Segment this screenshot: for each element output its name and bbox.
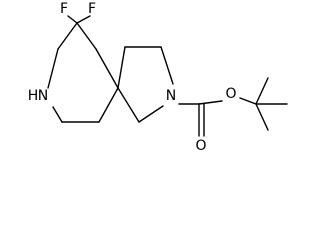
bond-spiro-ch2-upper	[117, 46, 126, 89]
molecule-structure: F F N H N O O	[28, 1, 288, 154]
atom-nitrogen-pyrrolidine: N	[166, 88, 176, 104]
atom-hydrogen-nh: H	[28, 88, 39, 104]
bond-ch2-n	[160, 46, 174, 85]
atom-oxygen-carbonyl: O	[195, 138, 206, 154]
bond-ch2-lower-spiro	[117, 87, 140, 123]
atom-fluorine-2: F	[88, 1, 96, 17]
atom-fluorine-1: F	[60, 1, 68, 17]
bond-ch2-spiro	[98, 87, 119, 123]
bond-ester-o-tbu	[239, 97, 257, 105]
bond-carbonyl-ester-o	[198, 100, 223, 105]
bond-tbu-bottom	[255, 103, 269, 131]
bond-c1-f-left	[67, 15, 78, 24]
bond-cf2-spiro	[95, 48, 119, 89]
bond-ch2-nh	[47, 48, 59, 89]
atom-oxygen-ester: O	[225, 86, 236, 102]
bond-nh-ch2-lower	[52, 106, 63, 123]
structure-canvas: F F N H N O O	[27, 1, 288, 154]
bond-tbu-top	[255, 77, 269, 105]
bond-c1-cf2	[76, 22, 97, 50]
bond-cf2-ch2-left	[57, 22, 78, 50]
bond-n-ch2-lower	[138, 105, 164, 123]
atom-nitrogen-piperidine: N	[38, 88, 48, 104]
bond-c1-f-right	[76, 15, 91, 24]
